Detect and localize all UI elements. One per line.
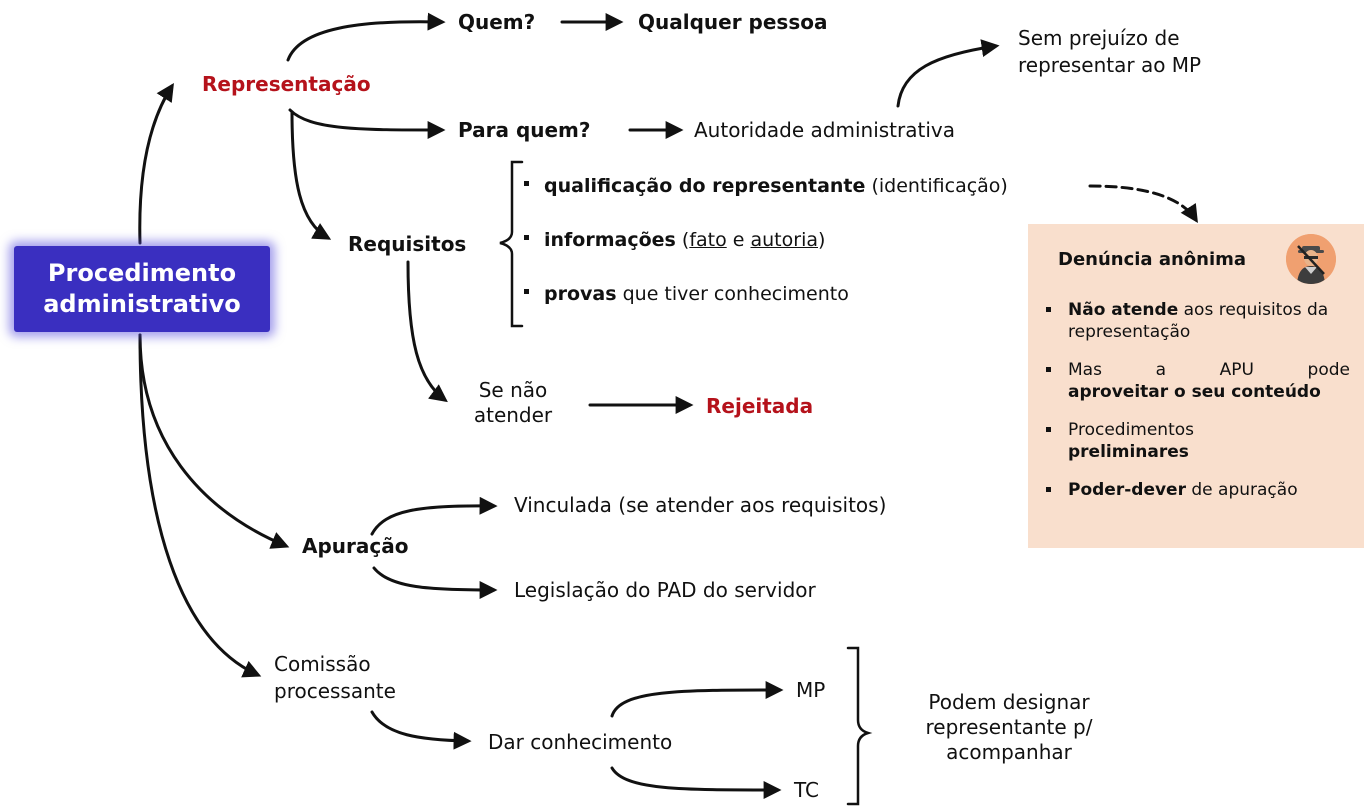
quem-answer: Qualquer pessoa — [638, 10, 828, 34]
denuncia-item-procedimentos: Procedimentos preliminares — [1046, 419, 1350, 463]
arrow-to-para-quem — [288, 108, 446, 139]
arrow-to-comissao — [138, 333, 262, 678]
bullet-icon — [1046, 307, 1051, 312]
arrow-to-se-nao — [406, 260, 448, 403]
requisito-item-provas: provas que tiver conhecimento — [524, 282, 849, 306]
para-quem-answer: Autoridade administrativa — [694, 118, 955, 142]
main-node-line1: Procedimento — [47, 259, 237, 287]
bullet-icon — [1046, 367, 1051, 372]
podem-designar: Podem designar representante p/ acompanh… — [925, 690, 1093, 764]
requisitos-bracket — [499, 160, 524, 328]
representacao-label: Representação — [202, 72, 371, 96]
bullet-icon — [524, 289, 529, 294]
denuncia-item-poder-dever: Poder-dever de apuração — [1046, 479, 1350, 501]
main-node-line2: administrativo — [43, 290, 241, 318]
arrow-to-requisitos — [290, 110, 332, 240]
denuncia-title: Denúncia anônima — [1058, 249, 1247, 270]
arrow-to-vinculada — [370, 496, 498, 536]
requisito-item-qualificacao: qualificação do representante (identific… — [524, 174, 1008, 198]
anonymous-spy-icon — [1286, 234, 1336, 284]
arrow-to-dar-conhecimento — [370, 710, 472, 750]
arrow-to-tc — [610, 766, 782, 799]
denuncia-item-nao-atende: Não atende aos requisitos da representaç… — [1046, 299, 1350, 343]
arrow-to-representacao — [138, 82, 174, 245]
bullet-icon — [524, 181, 529, 186]
comissao-line2: processante — [274, 679, 396, 703]
dashed-arrow-to-denuncia — [1088, 184, 1198, 224]
mp-tc-brace — [846, 646, 873, 806]
para-quem-question: Para quem? — [458, 118, 591, 142]
apuracao-label: Apuração — [302, 534, 409, 558]
main-node-procedimento: Procedimento administrativo — [14, 246, 270, 332]
arrow-to-legislacao — [372, 566, 498, 599]
bullet-icon — [1046, 487, 1051, 492]
denuncia-anonima-panel: Denúncia anônima Não atende aos requisit… — [1028, 224, 1364, 548]
comissao-line1: Comissão — [274, 652, 371, 676]
sem-prejuizo-line1: Sem prejuízo de — [1018, 26, 1180, 50]
rejeitada-label: Rejeitada — [706, 394, 814, 418]
sem-prejuizo-line2: representar ao MP — [1018, 53, 1202, 77]
se-nao-atender: Se não atender — [473, 378, 553, 427]
requisito-item-informacoes: informações (fato e autoria) — [524, 228, 825, 252]
denuncia-list: Não atende aos requisitos da representaç… — [1046, 299, 1350, 517]
quem-question: Quem? — [458, 10, 536, 34]
arrow-to-sem-prejuizo — [896, 39, 1000, 108]
vinculada-text: Vinculada (se atender aos requisitos) — [514, 493, 887, 517]
arrow-to-apuracao — [138, 333, 290, 549]
mp-label: MP — [796, 678, 826, 702]
tc-label: TC — [794, 778, 820, 802]
bullet-icon — [524, 235, 529, 240]
legislacao-text: Legislação do PAD do servidor — [514, 578, 816, 602]
bullet-icon — [1046, 427, 1051, 432]
arrow-to-mp — [610, 681, 784, 718]
arrow-to-quem — [286, 12, 446, 62]
dar-conhecimento-text: Dar conhecimento — [488, 730, 673, 754]
requisitos-label: Requisitos — [348, 232, 467, 256]
